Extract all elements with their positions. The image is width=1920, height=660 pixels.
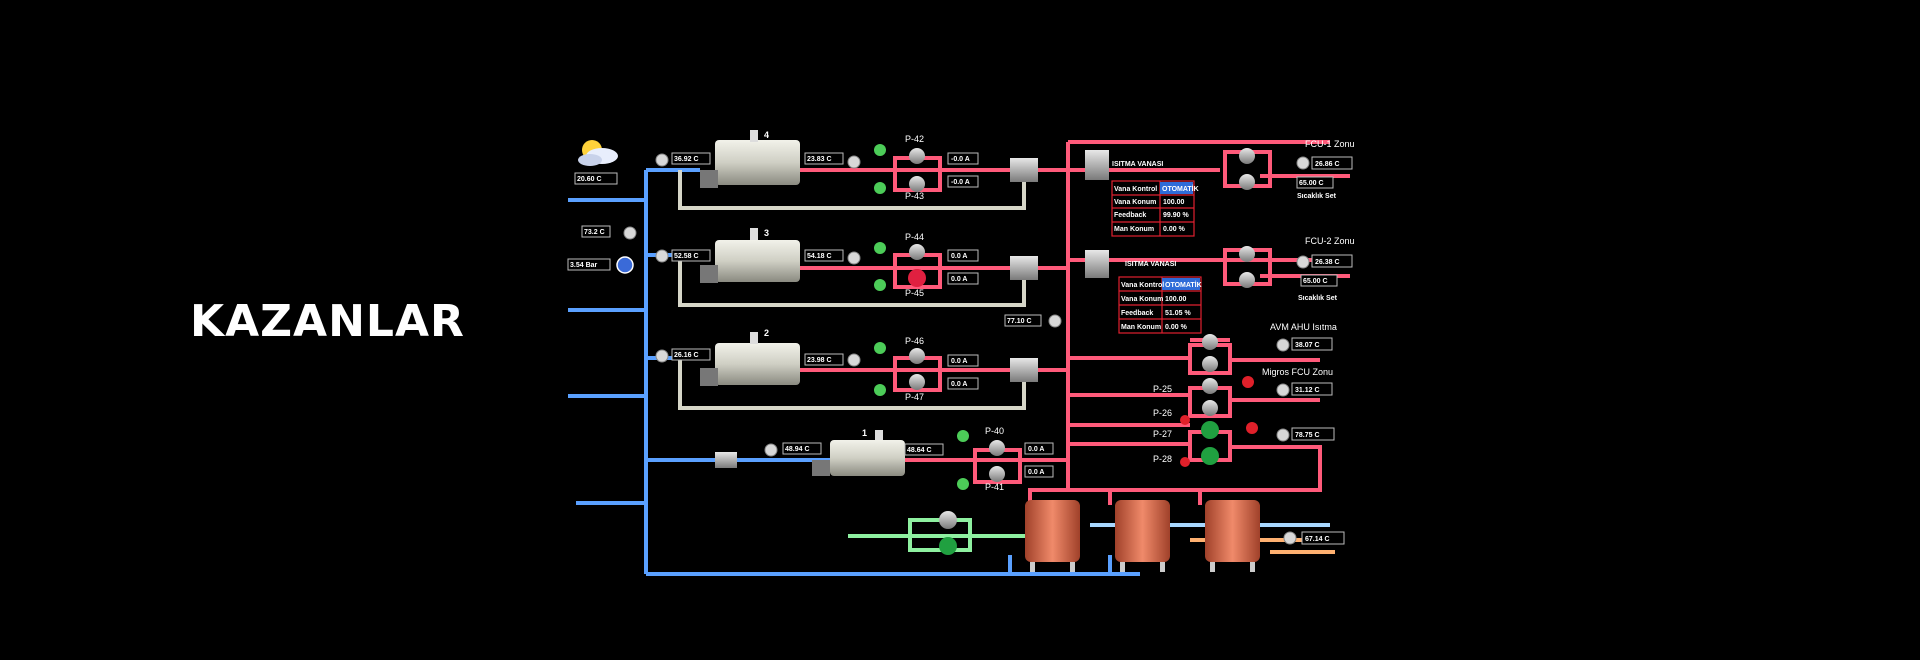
weather-temp: 20.60 C — [577, 176, 602, 183]
valve-1-row-label: Vana Kontrol — [1114, 186, 1157, 193]
tank-1 — [1025, 500, 1080, 572]
valve-2-row-label: Feedback — [1121, 310, 1153, 317]
pump-p42-label: P-42 — [905, 134, 924, 144]
pump-p43-label: P-43 — [905, 191, 924, 201]
weather-icon — [578, 140, 618, 166]
zone-pumps[interactable] — [1188, 148, 1272, 465]
valve-2-feedback-value: 51.05 % — [1165, 310, 1191, 317]
valve-1-manual-value: 0.00 % — [1163, 226, 1186, 233]
zone-ahu-name: AVM AHU Isıtma — [1270, 322, 1337, 332]
zone-ahu-temp: 38.07 C — [1295, 342, 1320, 349]
valve-2-row-label: Vana Konum — [1121, 296, 1163, 303]
left-temp-value: 73.2 C — [584, 229, 605, 236]
return-temp: 78.75 C — [1295, 432, 1320, 439]
zone-fcu1-name: FCU-1 Zonu — [1305, 139, 1355, 149]
pump-p45-amps: 0.0 A — [951, 276, 967, 283]
zone-migros-temp: 31.12 C — [1295, 387, 1320, 394]
zone-fcu2-set-label: Sıcaklık Set — [1298, 295, 1338, 302]
blue-pipes — [568, 168, 1140, 576]
pressure-value: 3.54 Bar — [570, 262, 598, 269]
bottom-pipes — [848, 518, 1335, 554]
pump-p41-amps: 0.0 A — [1028, 469, 1044, 476]
pump-p47-label: P-47 — [905, 392, 924, 402]
boiler-4-num: 4 — [764, 130, 769, 140]
boiler-4-out-temp: 23.83 C — [807, 156, 832, 163]
valve-1-row-label: Man Konum — [1114, 226, 1154, 233]
valve-panel-1[interactable] — [1111, 180, 1195, 237]
valve-panel-2[interactable] — [1118, 276, 1202, 334]
valve-2-manual-value: 0.00 % — [1165, 324, 1188, 331]
pump-p46-label: P-46 — [905, 336, 924, 346]
valve-1-row-label: Vana Konum — [1114, 199, 1156, 206]
pump-p27-label: P-27 — [1153, 429, 1172, 439]
tank-temp: 67.14 C — [1305, 536, 1330, 543]
valve-1-feedback-value: 99.90 % — [1163, 212, 1189, 219]
boiler-2-in-temp: 26.16 C — [674, 352, 699, 359]
sensor-icons — [623, 153, 1310, 545]
value-box-frames — [567, 152, 1353, 545]
tank-3 — [1205, 500, 1260, 572]
valve-2-title: ISITMA VANASI — [1125, 261, 1176, 268]
pump-p47-amps: 0.0 A — [951, 381, 967, 388]
pump-p44-amps: 0.0 A — [951, 253, 967, 260]
tank-2 — [1115, 500, 1170, 572]
header-temp: 77.10 C — [1007, 318, 1032, 325]
valve-1-position-value: 100.00 — [1163, 199, 1185, 206]
zone-fcu2-set: 65.00 C — [1303, 278, 1328, 285]
green-pump[interactable] — [939, 511, 957, 555]
valve-2-row-label: Man Konum — [1121, 324, 1161, 331]
valve-1-title: ISITMA VANASI — [1112, 161, 1163, 168]
boiler-1-in-temp: 48.94 C — [785, 446, 810, 453]
pump-p43-amps: -0.0 A — [951, 179, 970, 186]
boiler-1-num: 1 — [862, 428, 867, 438]
valve-2-position-value: 100.00 — [1165, 296, 1187, 303]
pump-p42-amps: -0.0 A — [951, 156, 970, 163]
valve-2-control-value: OTOMATİK — [1165, 281, 1202, 289]
boiler-1[interactable] — [812, 430, 905, 476]
zone-fcu2-temp: 26.38 C — [1315, 259, 1340, 266]
zone-fcu1-set-label: Sıcaklık Set — [1297, 193, 1337, 200]
valve-1-row-label: Feedback — [1114, 212, 1146, 219]
three-way-valves[interactable] — [715, 150, 1109, 468]
pump-p40-amps: 0.0 A — [1028, 446, 1044, 453]
pump-p40-label: P-40 — [985, 426, 1004, 436]
labels: 20.60 C 73.2 C 3.54 Bar 4 3 2 1 36.92 C … — [570, 130, 1355, 543]
valve-1-control-value: OTOMATİK — [1162, 185, 1199, 193]
pump-p26-label: P-26 — [1153, 408, 1172, 418]
pump-pair-p42-p43[interactable] — [893, 148, 942, 192]
pump-p46-amps: 0.0 A — [951, 358, 967, 365]
page-title: KAZANLAR — [190, 296, 465, 347]
zone-fcu1-temp: 26.86 C — [1315, 161, 1340, 168]
boiler-4[interactable] — [700, 130, 800, 188]
pump-pair-p40-p41[interactable] — [973, 440, 1022, 484]
valve-2-row-label: Vana Kontrol — [1121, 282, 1164, 289]
fan-icons — [874, 144, 969, 490]
boiler-3-in-temp: 52.58 C — [674, 253, 699, 260]
boiler-3-out-temp: 54.18 C — [807, 253, 832, 260]
pump-p28-label: P-28 — [1153, 454, 1172, 464]
zone-migros-name: Migros FCU Zonu — [1262, 367, 1333, 377]
red-fans — [1180, 376, 1258, 467]
zone-fcu2-name: FCU-2 Zonu — [1305, 236, 1355, 246]
boiler-2-num: 2 — [764, 328, 769, 338]
zone-fcu1-set: 65.00 C — [1299, 180, 1324, 187]
pump-pair-p44-p45[interactable] — [893, 244, 942, 289]
pressure-gauge-icon — [616, 256, 634, 274]
boiler-3[interactable] — [700, 228, 800, 283]
boiler-4-in-temp: 36.92 C — [674, 156, 699, 163]
grey-pipes — [678, 170, 1026, 410]
pump-p25-label: P-25 — [1153, 384, 1172, 394]
pump-p44-label: P-44 — [905, 232, 924, 242]
boiler-3-num: 3 — [764, 228, 769, 238]
pump-p41-label: P-41 — [985, 482, 1004, 492]
pump-p45-label: P-45 — [905, 288, 924, 298]
boiler-2-out-temp: 23.98 C — [807, 357, 832, 364]
boiler-1-out-temp: 48.64 C — [907, 447, 932, 454]
pump-pair-p46-p47[interactable] — [893, 348, 942, 392]
boiler-2[interactable] — [700, 332, 800, 386]
